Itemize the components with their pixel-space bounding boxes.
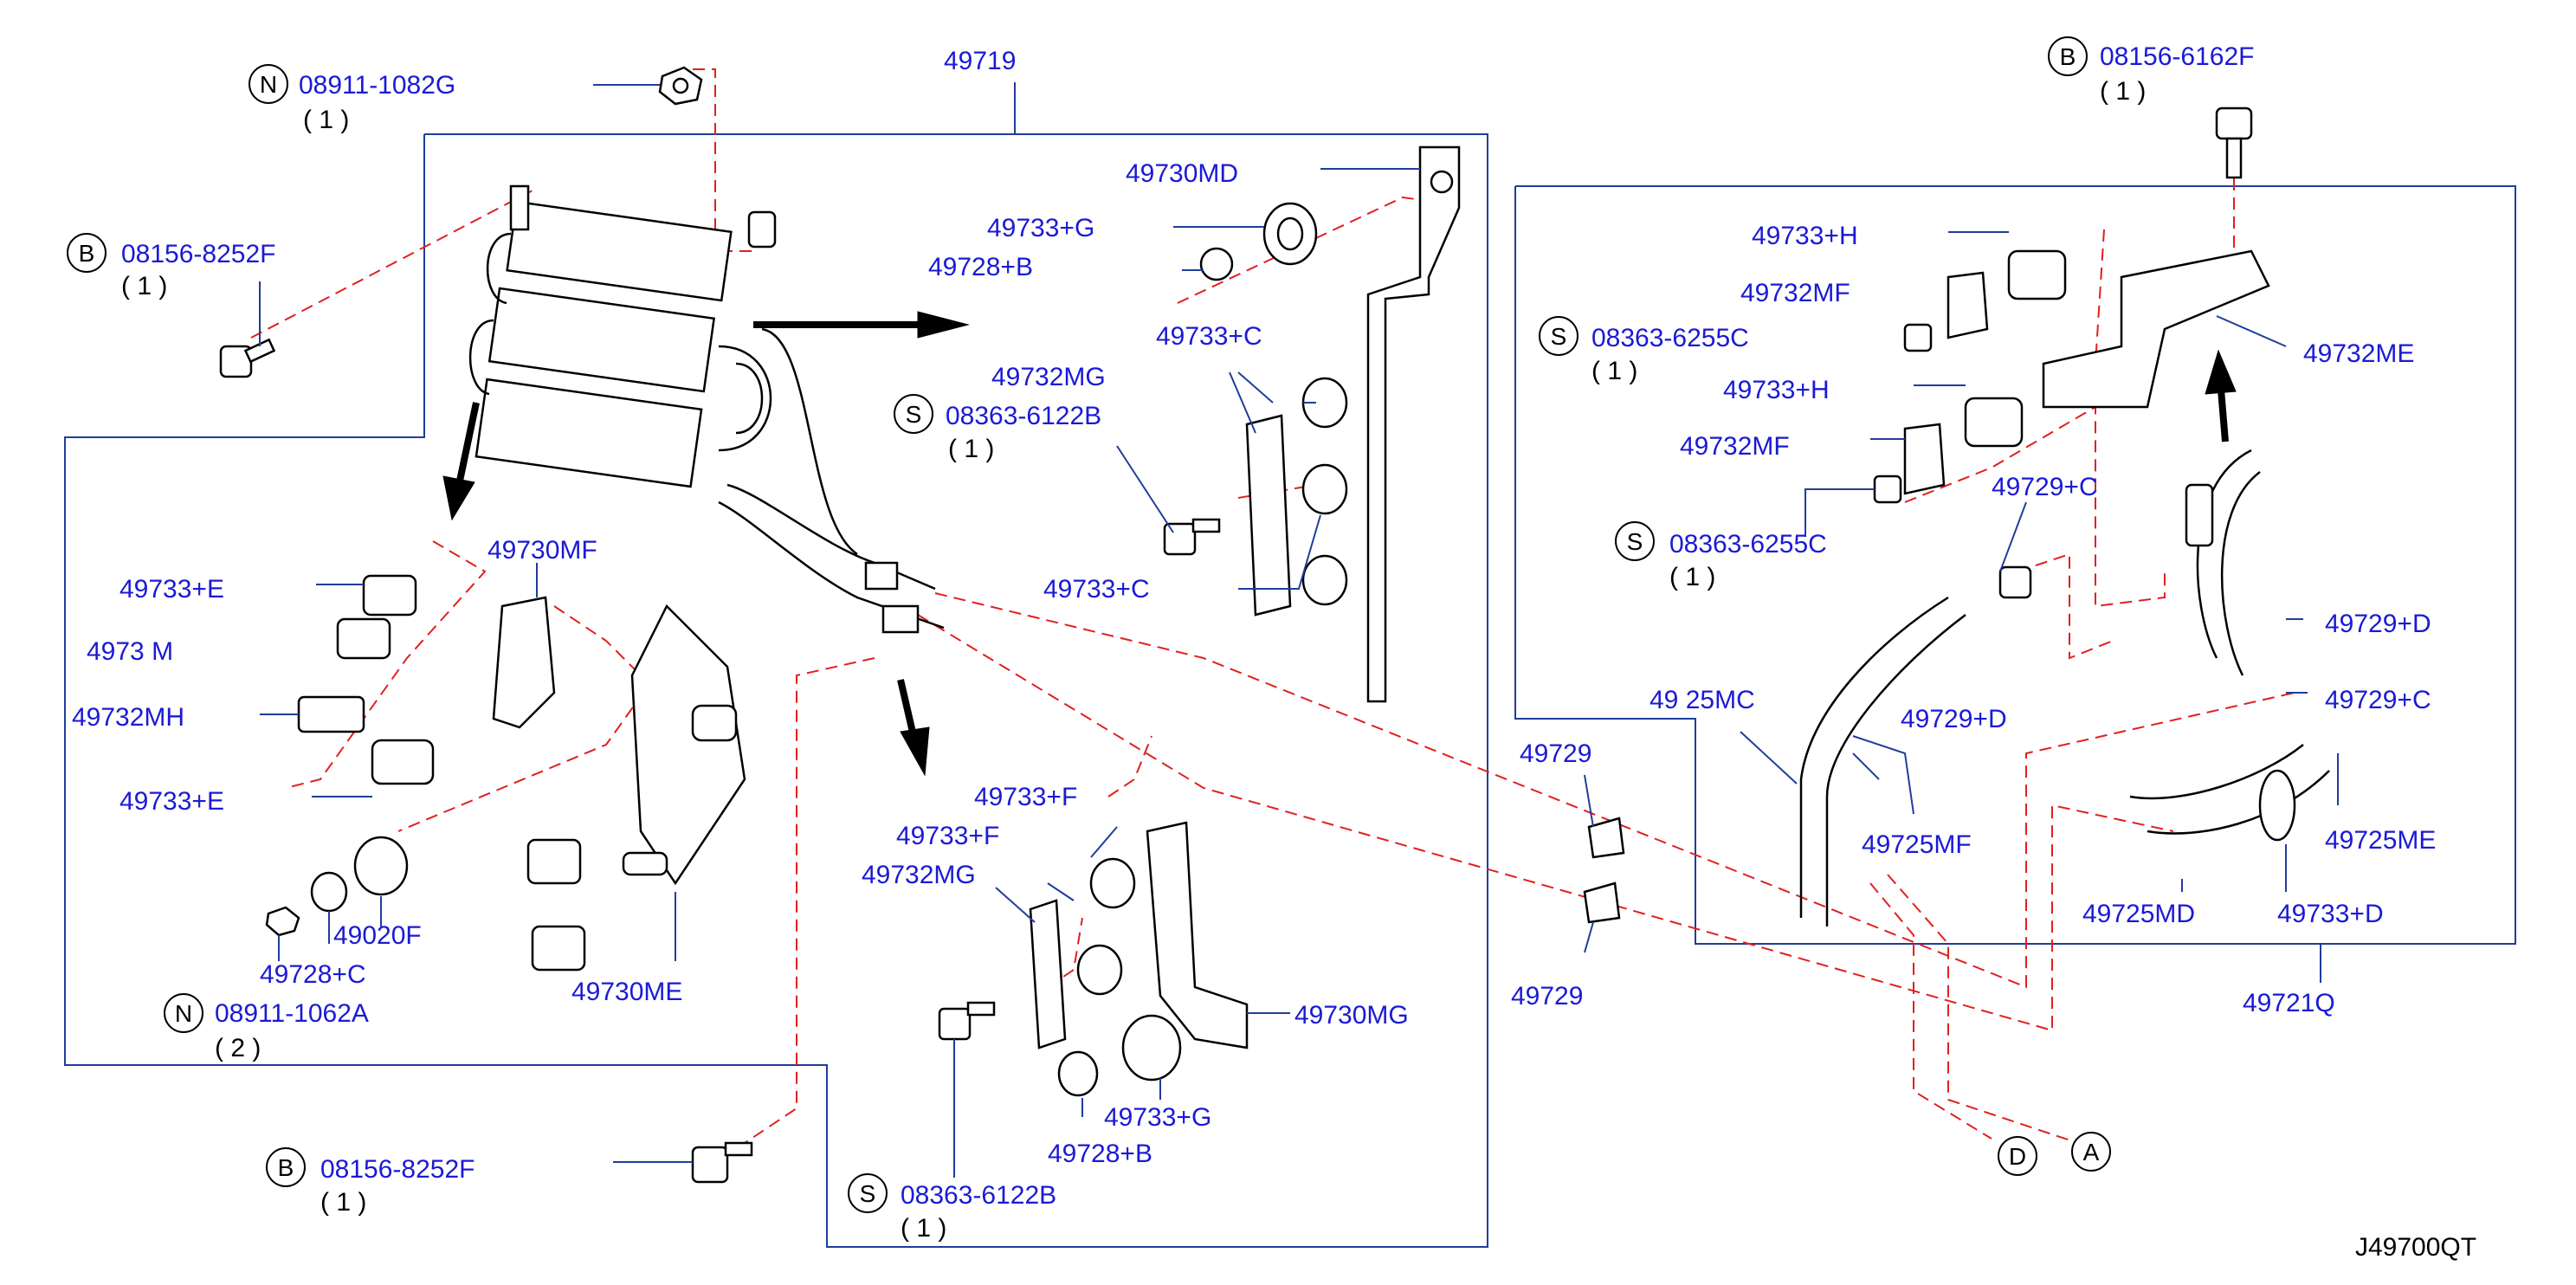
label-49733f-a: 49733+F	[974, 783, 1077, 811]
label-49730me: 49730ME	[571, 978, 682, 1006]
circle-d: D	[2009, 1143, 2026, 1170]
qty-08156-6162f: ( 1 )	[2100, 77, 2146, 106]
label-49729-b: 49729	[1511, 982, 1583, 1011]
label-08363-6122b-bot: 08363-6122B	[901, 1181, 1056, 1210]
circled-letters: N B S N S B B S S D A	[67, 36, 2111, 1213]
label-49733c-bot: 49733+C	[1043, 575, 1150, 604]
label-08363-6255c-a: 08363-6255C	[1591, 324, 1749, 352]
label-49733c-top: 49733+C	[1156, 322, 1262, 351]
label-49732mf-b: 49732MF	[1680, 432, 1790, 461]
label-49721q: 49721Q	[2243, 989, 2335, 1017]
label-49719: 49719	[944, 47, 1016, 75]
leader-lines	[259, 84, 2339, 1178]
label-49729d-a: 49729+D	[2325, 610, 2431, 638]
label-49729c-a: 49729+C	[1992, 473, 2098, 501]
label-49733g-bot: 49733+G	[1104, 1103, 1211, 1132]
label-49732mh: 49732MH	[72, 703, 184, 732]
label-49728b-bot: 49728+B	[1048, 1140, 1152, 1168]
label-08911-1082g: 08911-1082G	[299, 71, 455, 100]
label-49729d-b: 49729+D	[1901, 705, 2007, 733]
dashed-lines	[250, 68, 2295, 1144]
label-49733e-top: 49733+E	[119, 575, 224, 604]
label-08363-6255c-b: 08363-6255C	[1669, 530, 1827, 559]
qty-08363-6122b-top: ( 1 )	[948, 435, 994, 463]
label-49725me: 49725ME	[2325, 826, 2436, 855]
label-49728c: 49728+C	[260, 960, 366, 989]
qty-08156-8252f-top: ( 1 )	[121, 272, 167, 300]
label-08911-1062a: 08911-1062A	[215, 999, 369, 1028]
label-49730mg: 49730MG	[1294, 1001, 1409, 1030]
label-08156-8252f-top: 08156-8252F	[121, 240, 275, 268]
circle-a: A	[2083, 1139, 2100, 1166]
direction-arrows	[442, 311, 2237, 777]
qty-08911-1062a: ( 2 )	[215, 1034, 261, 1062]
label-49730mf: 49730MF	[487, 536, 597, 565]
label-49733d: 49733+D	[2277, 900, 2384, 928]
label-49729c-b: 49729+C	[2325, 686, 2431, 714]
circle-n-2: N	[175, 1000, 192, 1027]
label-49732me: 49732ME	[2303, 339, 2414, 368]
circle-s-3: S	[1551, 323, 1567, 350]
qty-08156-8252f-bot: ( 1 )	[320, 1188, 366, 1217]
label-49730md: 49730MD	[1126, 159, 1238, 188]
label-49020f: 49020F	[333, 921, 422, 950]
qty-08911-1082g: ( 1 )	[303, 106, 349, 134]
label-49732mg-bot: 49732MG	[862, 861, 976, 889]
circle-s-1: S	[906, 401, 922, 428]
label-49733h-a: 49733+H	[1752, 222, 1858, 250]
diagram-code: J49700QT	[2355, 1233, 2476, 1262]
label-49732mf-a: 49732MF	[1740, 279, 1850, 307]
label-49729-a: 49729	[1520, 739, 1591, 768]
qty-08363-6122b-bot: ( 1 )	[901, 1214, 946, 1243]
circle-n-1: N	[260, 71, 277, 98]
qty-08363-6255c-a: ( 1 )	[1591, 357, 1637, 385]
circle-s-2: S	[860, 1180, 876, 1207]
part-labels: 49719 08911-1082G 08156-8252F 49730MD 49…	[72, 42, 2436, 1210]
label-08156-6162f: 08156-6162F	[2100, 42, 2254, 71]
assembly-box-49719	[64, 133, 1488, 1248]
quantities: ( 1 ) ( 1 ) ( 1 ) ( 2 ) ( 1 ) ( 1 ) ( 1 …	[121, 77, 2146, 1243]
circle-b-1: B	[79, 240, 95, 267]
label-49733g-top: 49733+G	[987, 214, 1094, 242]
label-08363-6122b-top: 08363-6122B	[946, 402, 1101, 430]
circle-b-3: B	[2060, 43, 2076, 70]
label-08156-8252f-bot: 08156-8252F	[320, 1155, 475, 1184]
label-49725md: 49725MD	[2082, 900, 2195, 928]
label-49732mg-top: 49732MG	[991, 363, 1106, 391]
label-49728b-top: 49728+B	[928, 253, 1033, 281]
circle-s-4: S	[1627, 528, 1643, 555]
label-49733e-bot: 49733+E	[119, 787, 224, 816]
label-4925mc-partial: 49 25MC	[1650, 686, 1755, 714]
label-49725mf: 49725MF	[1862, 830, 1972, 859]
oil-cooler-49719	[468, 184, 945, 634]
label-49733h-b: 49733+H	[1723, 376, 1830, 404]
circle-b-2: B	[278, 1154, 294, 1181]
hardware-parts	[219, 66, 2330, 1184]
label-4973-mh-partial: 4973 M	[87, 637, 173, 666]
qty-08363-6255c-b: ( 1 )	[1669, 563, 1715, 591]
label-49733f-b: 49733+F	[896, 822, 999, 850]
assembly-box-49721q	[1514, 185, 2516, 945]
